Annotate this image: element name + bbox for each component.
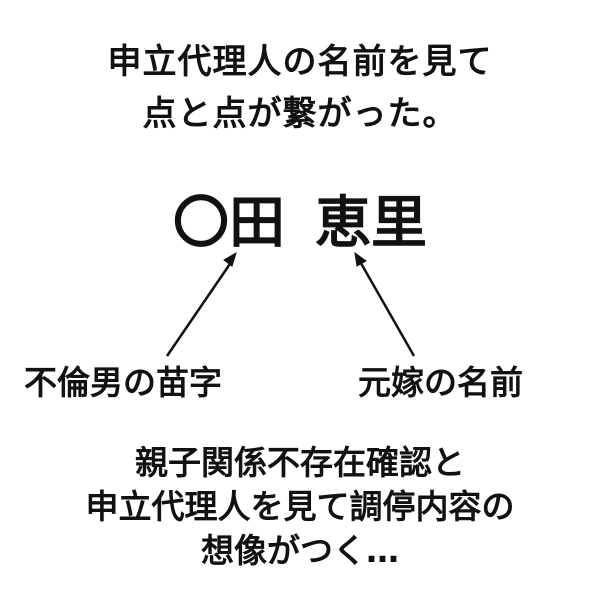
surname: 〇田 (173, 191, 285, 256)
arrow-left-icon (165, 251, 237, 357)
footer-line-3: 想像がつく… (201, 531, 399, 570)
footer-line-1: 親子関係不存在確認と (135, 443, 465, 482)
arrow-right-icon (354, 251, 416, 357)
label-given-name-source: 元嫁の名前 (358, 363, 523, 402)
name-display: 〇田恵里 (0, 178, 600, 259)
given-name: 恵里 (315, 191, 427, 256)
heading-line-2: 点と点が繋がった。 (142, 94, 458, 134)
heading-line-1: 申立代理人の名前を見て (107, 42, 493, 82)
footer-line-2: 申立代理人を見て調停内容の (85, 487, 515, 526)
label-surname-source: 不倫男の苗字 (24, 363, 222, 402)
